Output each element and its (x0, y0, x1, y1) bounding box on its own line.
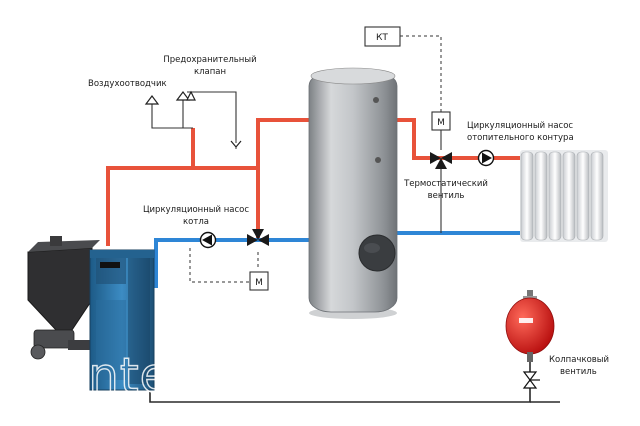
thermo-valve-label-line1: Термостатический (403, 179, 488, 189)
thermo-valve-label-line2: вентиль (428, 191, 465, 201)
ball-valve-label-line2: вентиль (560, 367, 597, 377)
three-way-valve-icon (430, 152, 452, 169)
vent-branch-lines (151, 91, 442, 233)
watermark-text: santehnik1.com.ua (32, 348, 508, 404)
heating-pump-label-line1: Циркуляционный насос (467, 121, 573, 131)
pump-icon (477, 149, 495, 167)
heating-pump-label-line2: отопительного контура (467, 133, 574, 143)
air-vent-label: Воздухоотводчик (88, 79, 167, 89)
boiler-three-way-valve-icon (247, 229, 269, 246)
boiler-pump-icon (199, 231, 217, 249)
expansion-tank-icon (505, 290, 555, 362)
valve-actuator-top: M (431, 111, 451, 150)
boiler-pump-label-line2: котла (183, 217, 209, 227)
motor-bottom-label: M (255, 278, 263, 288)
ball-valve-label-line1: Колпачковый (549, 355, 609, 365)
solid-fuel-boiler-icon (27, 236, 155, 391)
motor-top-label: M (437, 118, 445, 128)
ball-valve-icon (522, 371, 540, 389)
buffer-tank-icon (308, 67, 398, 319)
controller-label: КТ (376, 33, 388, 43)
safety-valve-label-line2: клапан (194, 67, 226, 77)
air-vent-icon (144, 95, 160, 105)
safety-valve-icon (175, 90, 242, 148)
safety-valve-label-line1: Предохранительный (163, 55, 256, 65)
hot-supply-pipes (106, 118, 520, 246)
controller-box: КТ (364, 26, 401, 47)
boiler-pump-label-line1: Циркуляционный насос (143, 205, 249, 215)
radiator-icon (520, 150, 608, 242)
valve-actuator-bottom: M (249, 271, 269, 291)
control-lines (189, 35, 442, 283)
